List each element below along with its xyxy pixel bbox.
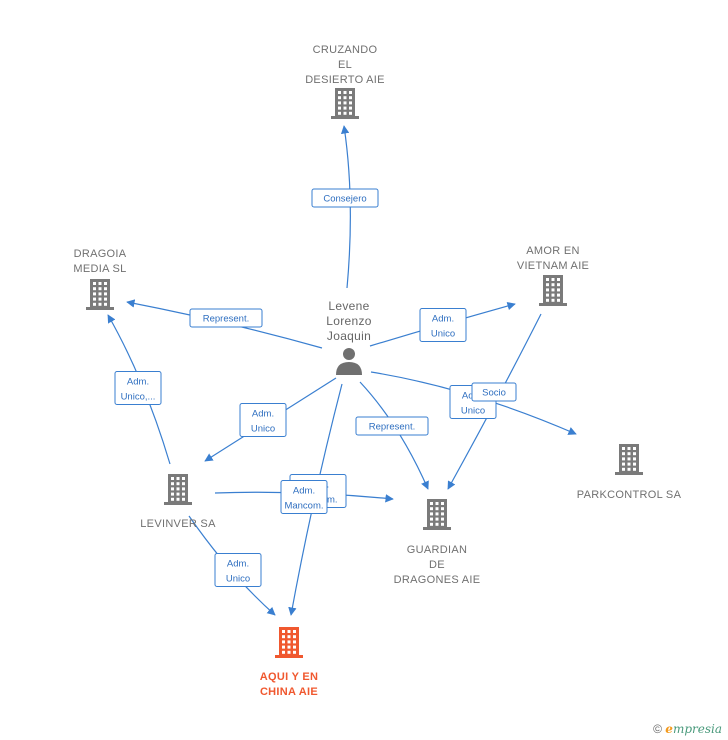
building-base <box>615 472 643 475</box>
node-label-line: Levene <box>328 299 369 313</box>
relation-label-text: Represent. <box>369 422 415 433</box>
building-base <box>423 527 451 530</box>
node-label-line: AMOR EN <box>526 245 579 257</box>
node-label-line: DRAGOIA <box>74 248 127 260</box>
node-label-line: DRAGONES AIE <box>394 574 481 586</box>
relation-label-p-guardian[interactable]: Represent. <box>355 416 429 436</box>
footer-brand: © empresia <box>653 722 722 736</box>
relation-label-text: Adm. <box>227 559 249 570</box>
relation-label-text: Mancom. <box>284 501 323 512</box>
relation-label-text: Represent. <box>203 314 249 325</box>
relation-label-text: Unico,... <box>121 392 156 403</box>
company-node-cruzando[interactable]: CRUZANDO EL DESIERTO AIE <box>305 44 385 119</box>
building-icon <box>615 444 643 475</box>
relation-label-p-dragoia[interactable]: Represent. <box>189 308 263 328</box>
node-label-line: DESIERTO AIE <box>305 74 385 86</box>
empresia-logo: empresia <box>665 722 722 736</box>
node-label-line: DE <box>429 559 445 571</box>
company-node-aqui[interactable]: AQUI Y EN CHINA AIE <box>260 627 319 698</box>
relation-label-p-amor[interactable]: Adm. Unico <box>419 308 467 342</box>
node-label-line: Joaquin <box>327 329 371 343</box>
node-label-line: LEVINVER SA <box>140 518 216 530</box>
relation-label-text: Unico <box>431 329 455 340</box>
node-label-line: EL <box>338 59 352 71</box>
node-label-line: AQUI Y EN <box>260 671 319 683</box>
relation-label-text: Consejero <box>323 194 366 205</box>
relation-label-text: Adm. <box>252 409 274 420</box>
relation-label-amor-guardian[interactable]: Socio <box>471 382 517 402</box>
relation-label-levinver-dragoia[interactable]: Adm. Unico,... <box>114 371 162 405</box>
relation-label-text: Adm. <box>127 377 149 388</box>
company-node-amor[interactable]: AMOR EN VIETNAM AIE <box>517 245 589 306</box>
relation-label-levinver-aqui[interactable]: Adm. Unico <box>214 553 262 587</box>
relation-label-text: Unico <box>226 574 250 585</box>
company-node-guardian[interactable]: GUARDIAN DE DRAGONES AIE <box>394 499 481 586</box>
building-base <box>86 307 114 310</box>
node-label-line: VIETNAM AIE <box>517 260 589 272</box>
relation-label-text: Adm. <box>293 486 315 497</box>
building-icon <box>331 88 359 119</box>
person-body <box>336 362 362 375</box>
relation-label-text: Adm. <box>432 314 454 325</box>
node-label-line: GUARDIAN <box>407 544 467 556</box>
building-icon <box>423 499 451 530</box>
relation-label-p-cruzando[interactable]: Consejero <box>311 188 379 208</box>
node-label-line: Lorenzo <box>326 314 371 328</box>
relation-label-text: Unico <box>251 424 275 435</box>
building-base <box>164 502 192 505</box>
building-icon <box>86 279 114 310</box>
node-label-line: PARKCONTROL SA <box>577 489 682 501</box>
node-label-line: CRUZANDO <box>313 44 378 56</box>
person-head <box>343 348 355 360</box>
company-node-parkcontrol[interactable]: PARKCONTROL SA <box>577 444 682 501</box>
node-label-line: CHINA AIE <box>260 686 318 698</box>
building-icon <box>164 474 192 505</box>
building-base <box>539 303 567 306</box>
relation-label-text: Unico <box>461 406 485 417</box>
building-base <box>331 116 359 119</box>
node-label-line: MEDIA SL <box>73 263 126 275</box>
relation-label-p-aqui[interactable]: Adm. Mancom. <box>280 480 328 514</box>
company-node-levinver[interactable]: LEVINVER SA <box>140 474 216 530</box>
building-base <box>275 655 303 658</box>
person-icon <box>336 348 362 375</box>
copyright-symbol: © <box>653 722 662 736</box>
building-icon <box>275 627 303 658</box>
relation-label-p-levinver[interactable]: Adm. Unico <box>239 403 287 437</box>
company-node-dragoia[interactable]: DRAGOIA MEDIA SL <box>73 248 126 310</box>
relation-label-text: Socio <box>482 388 506 399</box>
building-icon <box>539 275 567 306</box>
